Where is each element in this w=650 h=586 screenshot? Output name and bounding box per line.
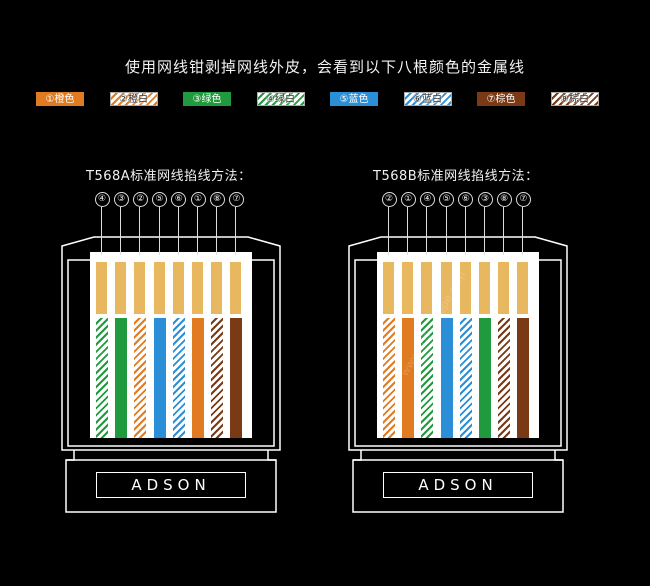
pin-lead	[216, 207, 218, 255]
gold-contact	[517, 262, 529, 314]
brand-label: ADSON	[383, 472, 533, 498]
wire	[211, 318, 224, 438]
plug-title: T568B标准网线掐线方法：	[373, 169, 539, 184]
wire	[383, 318, 395, 438]
pin-number: ③	[113, 192, 129, 207]
legend-item: ④绿白	[256, 92, 305, 106]
pin-lead	[120, 207, 122, 255]
gold-contact	[459, 262, 471, 314]
wire	[172, 318, 185, 438]
page-title: 使用网线钳剥掉网线外皮，会看到以下八根颜色的金属线	[124, 58, 525, 76]
wire	[115, 318, 128, 438]
gold-contact	[96, 262, 107, 314]
wire	[192, 318, 204, 438]
gold-contact	[115, 262, 127, 314]
pin-number: ⑤	[439, 192, 455, 207]
wire	[459, 318, 472, 438]
wire	[517, 318, 530, 438]
legend-item: ⑧棕白	[550, 92, 599, 106]
brand-label: ADSON	[96, 472, 246, 498]
pin-lead	[388, 207, 389, 255]
pin-lead	[407, 207, 409, 255]
gold-contact	[498, 262, 510, 314]
gold-contact	[440, 262, 452, 314]
pin-number: ②	[381, 192, 397, 207]
gold-contact	[479, 262, 490, 314]
pin-lead	[464, 207, 466, 255]
wire	[230, 318, 243, 438]
pin-number: ⑥	[458, 192, 474, 207]
gold-contact	[153, 262, 165, 314]
gold-contact	[421, 262, 433, 314]
gold-contact	[211, 262, 223, 314]
wire	[440, 318, 453, 438]
gold-contact	[383, 262, 394, 314]
wire	[96, 318, 108, 438]
pin-lead	[139, 207, 141, 255]
wire	[153, 318, 166, 438]
pin-number: ⑥	[171, 192, 187, 207]
pin-lead	[426, 207, 428, 255]
wire	[498, 318, 511, 438]
pin-lead	[158, 207, 160, 255]
pin-number: ④	[419, 192, 435, 207]
gold-contact	[134, 262, 146, 314]
pin-number: ①	[400, 192, 416, 207]
pin-number: ⑦	[228, 192, 244, 207]
legend-item: ⑥蓝白	[403, 92, 452, 106]
pin-lead	[484, 207, 485, 255]
pin-number: ⑧	[209, 192, 225, 207]
wire	[421, 318, 434, 438]
legend-item: ⑤蓝色	[330, 92, 378, 106]
gold-contact	[192, 262, 203, 314]
plug-title: T568A标准网线掐线方法：	[86, 169, 252, 184]
pin-number: ⑤	[152, 192, 168, 207]
pin-number: ①	[190, 192, 206, 207]
gold-contact	[402, 262, 414, 314]
pin-lead	[177, 207, 179, 255]
pin-number: ④	[94, 192, 110, 207]
legend-item: ⑦棕色	[477, 92, 525, 106]
pin-lead	[522, 207, 524, 255]
color-legend: ①橙色 ②橙白 ③绿色 ④绿白 ⑤蓝色 ⑥蓝白 ⑦棕色 ⑧棕白	[36, 92, 626, 108]
wire	[134, 318, 147, 438]
wire	[402, 318, 415, 438]
pin-lead	[101, 207, 102, 255]
wire	[479, 318, 491, 438]
pin-number: ⑧	[496, 192, 512, 207]
pin-number: ③	[477, 192, 493, 207]
pin-lead	[503, 207, 505, 255]
pin-lead	[197, 207, 198, 255]
legend-item: ③绿色	[183, 92, 231, 106]
legend-item: ②橙白	[109, 92, 158, 106]
gold-contact	[230, 262, 242, 314]
pin-number: ⑦	[515, 192, 531, 207]
pin-lead	[235, 207, 237, 255]
legend-item: ①橙色	[36, 92, 84, 106]
pin-lead	[445, 207, 447, 255]
pin-number: ②	[132, 192, 148, 207]
gold-contact	[172, 262, 184, 314]
